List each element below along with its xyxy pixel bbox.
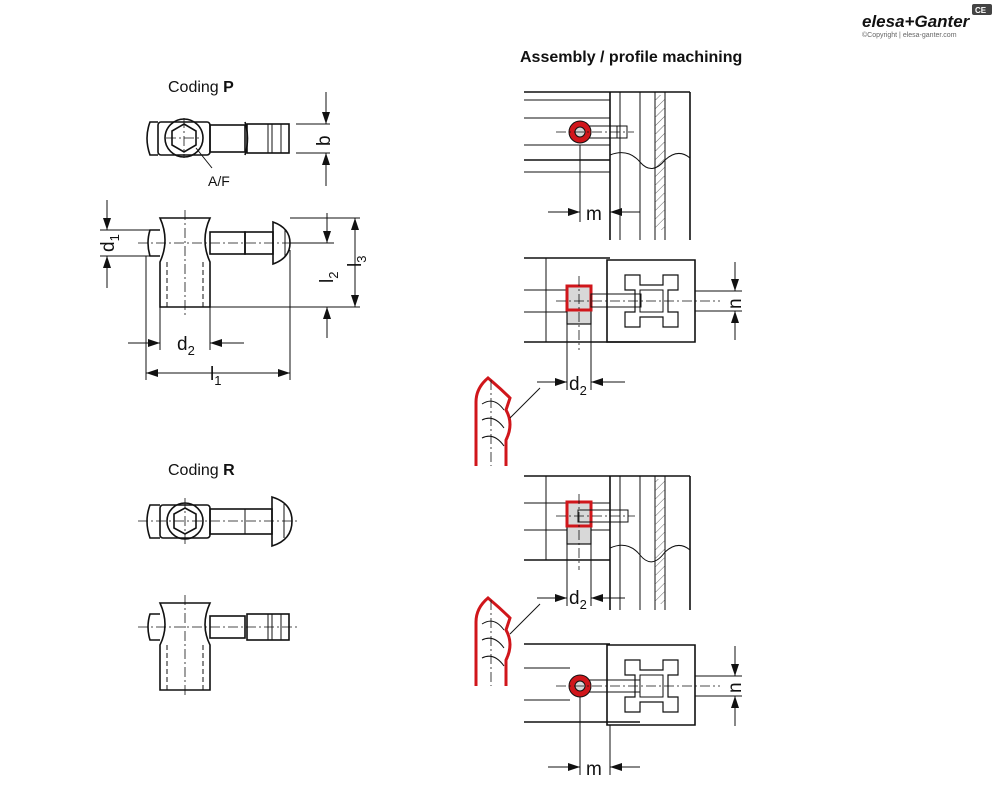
dim-m-top-label: m — [586, 204, 602, 225]
logo-text: elesa+Ganter — [862, 12, 971, 31]
dim-d1-label: d1 — [98, 234, 122, 252]
dim-d2-a-label: d2 — [569, 374, 587, 398]
coding-p-top-view: A/F b — [146, 92, 335, 189]
coding-p-section: Coding P A/F — [98, 79, 369, 388]
assembly-view-4: n m — [524, 643, 746, 780]
assembly-title: Assembly / profile machining — [520, 49, 742, 66]
dim-d2-label: d2 — [177, 334, 195, 358]
assembly-view-1: m — [524, 91, 691, 240]
dim-n-top-label: n — [725, 298, 746, 309]
coding-p-side-view: d1 l2 l3 d2 — [98, 200, 369, 388]
coding-r-top-view — [138, 495, 300, 548]
dim-l1-label: l1 — [210, 364, 221, 388]
drill-bit-2 — [474, 596, 541, 686]
brand-logo: elesa+Ganter ©Copyright | elesa-ganter.c… — [862, 4, 992, 39]
dim-l3-label: l3 — [345, 256, 369, 267]
coding-r-side-view — [138, 595, 300, 698]
dim-n-bottom-label: n — [725, 682, 746, 693]
assembly-view-3: d2 — [524, 475, 691, 612]
copyright-text: ©Copyright | elesa-ganter.com — [862, 31, 957, 39]
dim-af-label: A/F — [208, 173, 230, 189]
coding-p-title: Coding P — [168, 79, 234, 96]
coding-r-section: Coding R — [138, 462, 300, 698]
ce-badge-text: CE — [975, 6, 987, 15]
assembly-view-2: n d2 — [524, 257, 746, 398]
ce-badge — [972, 4, 992, 15]
dim-l2-label: l2 — [317, 272, 341, 283]
dim-m-bottom-label: m — [586, 759, 602, 780]
assembly-section: Assembly / profile machining — [474, 49, 746, 780]
dim-d2-b-label: d2 — [569, 588, 587, 612]
coding-r-title: Coding R — [168, 462, 235, 479]
drill-bit-1 — [474, 376, 541, 466]
dim-b-label: b — [314, 135, 335, 146]
